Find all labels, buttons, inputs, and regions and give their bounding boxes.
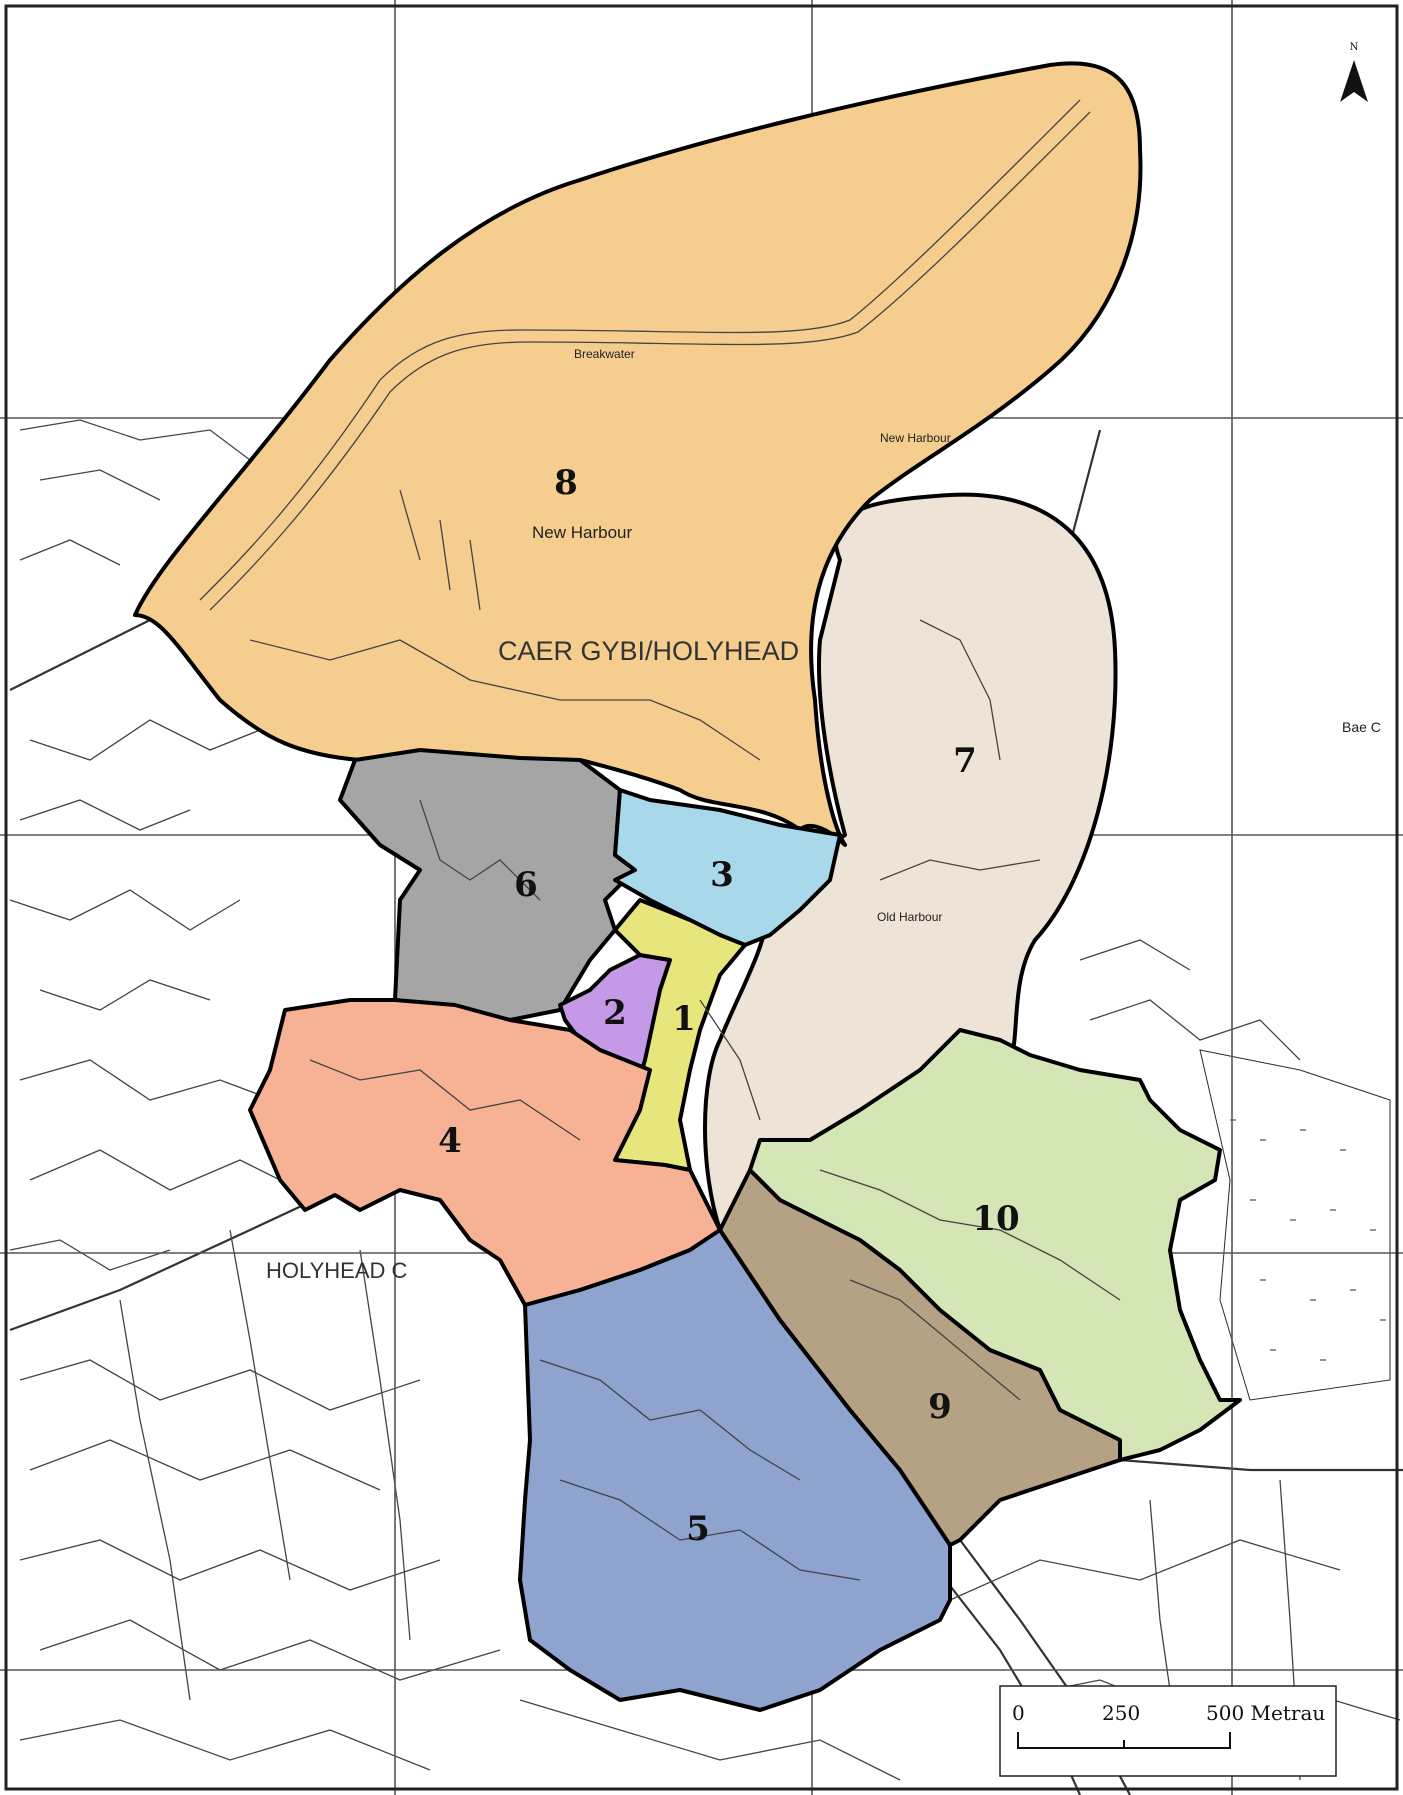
zone-1[interactable] — [613, 898, 747, 1172]
zone-label-3: 3 — [710, 855, 734, 895]
zone-label-10: 10 — [972, 1199, 1019, 1239]
scale-bar: 0 250 500 Metrau — [999, 1685, 1337, 1777]
zone-6[interactable] — [338, 748, 637, 1022]
zone-linework — [199, 99, 1121, 1581]
zone-10[interactable] — [748, 1028, 1242, 1462]
label-bae: Bae C — [1342, 719, 1381, 735]
base-map — [9, 419, 1403, 1795]
zone-label-4: 4 — [438, 1121, 462, 1161]
zone-label-2: 2 — [603, 993, 627, 1033]
label-town: CAER GYBI/HOLYHEAD — [498, 636, 799, 666]
map-frame — [4, 4, 1399, 1791]
zone-3[interactable] — [613, 788, 842, 947]
label-new-harbour: New Harbour — [532, 523, 632, 542]
scale-tick-0: 0 — [1012, 1701, 1025, 1725]
zone-label-5: 5 — [686, 1509, 710, 1549]
scale-tick-250: 250 — [1102, 1701, 1140, 1725]
zone-labels: 8 7 3 6 2 1 4 10 9 5 — [438, 463, 1020, 1549]
label-old-harbour: Old Harbour — [877, 910, 942, 924]
label-holyhead-c: HOLYHEAD C — [266, 1258, 408, 1283]
label-new-harbour-small: New Harbour — [880, 431, 951, 445]
zone-label-6: 6 — [514, 865, 538, 905]
zone-label-9: 9 — [928, 1387, 952, 1427]
zone-label-8: 8 — [554, 463, 578, 503]
label-breakwater: Breakwater — [574, 347, 635, 361]
zone-5[interactable] — [518, 1228, 952, 1712]
north-label: N — [1350, 42, 1359, 53]
zone-label-1: 1 — [672, 999, 696, 1039]
scale-tick-500: 500 Metrau — [1206, 1701, 1325, 1725]
north-arrow-icon: N — [1340, 42, 1368, 102]
beach-hatch — [1199, 1049, 1391, 1401]
zones — [133, 61, 1242, 1712]
zone-label-7: 7 — [953, 741, 977, 781]
